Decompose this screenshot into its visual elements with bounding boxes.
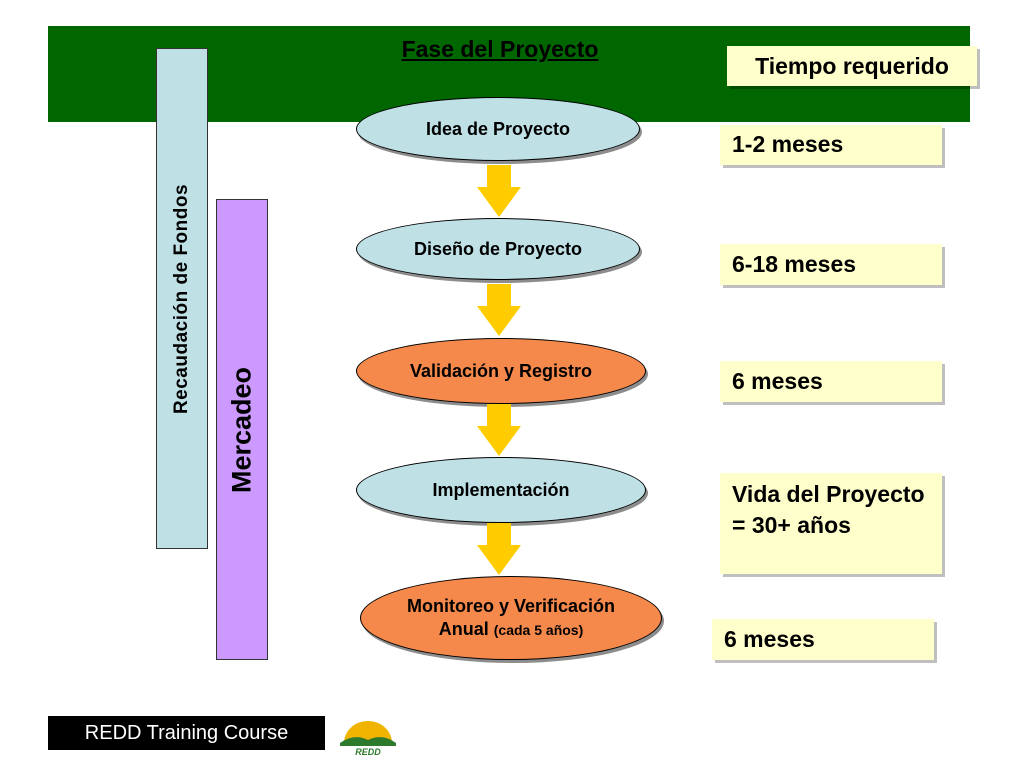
redd-logo-text: REDD [355, 747, 381, 757]
fundraising-bar: Recaudación de Fondos [156, 48, 208, 549]
course-label: REDD Training Course [48, 716, 325, 750]
redd-logo: REDD [340, 721, 396, 757]
phase-idea-label: Idea de Proyecto [425, 118, 571, 139]
time-implementation: Vida del Proyecto = 30+ años [720, 473, 942, 574]
flow-arrow-4 [477, 523, 521, 575]
phase-monitoring-note: (cada 5 años) [493, 621, 584, 638]
phase-design: Diseño de Proyecto [356, 218, 640, 280]
phase-implementation: Implementación [356, 457, 646, 523]
phase-idea: Idea de Proyecto [356, 97, 640, 161]
phase-implementation-label: Implementación [432, 479, 570, 500]
phase-monitoring-line2: Anual [438, 618, 489, 639]
phase-design-label: Diseño de Proyecto [413, 238, 583, 259]
phase-validation-label: Validación y Registro [409, 360, 593, 381]
marketing-bar: Mercadeo [216, 199, 268, 660]
flow-arrow-3 [477, 404, 521, 456]
flow-arrow-1 [477, 165, 521, 217]
time-column-title: Tiempo requerido [727, 46, 977, 86]
time-design: 6-18 meses [720, 244, 942, 285]
phase-validation: Validación y Registro [356, 338, 646, 404]
time-monitoring: 6 meses [712, 619, 934, 660]
flow-arrow-2 [477, 284, 521, 336]
time-validation: 6 meses [720, 361, 942, 402]
fundraising-label: Recaudación de Fondos [171, 183, 192, 414]
marketing-label: Mercadeo [226, 366, 257, 493]
phase-column-title: Fase del Proyecto [401, 36, 599, 62]
phase-monitoring: Monitoreo y Verificación Anual (cada 5 a… [360, 576, 662, 660]
time-idea: 1-2 meses [720, 125, 942, 165]
phase-monitoring-label: Monitoreo y Verificación [406, 595, 616, 616]
